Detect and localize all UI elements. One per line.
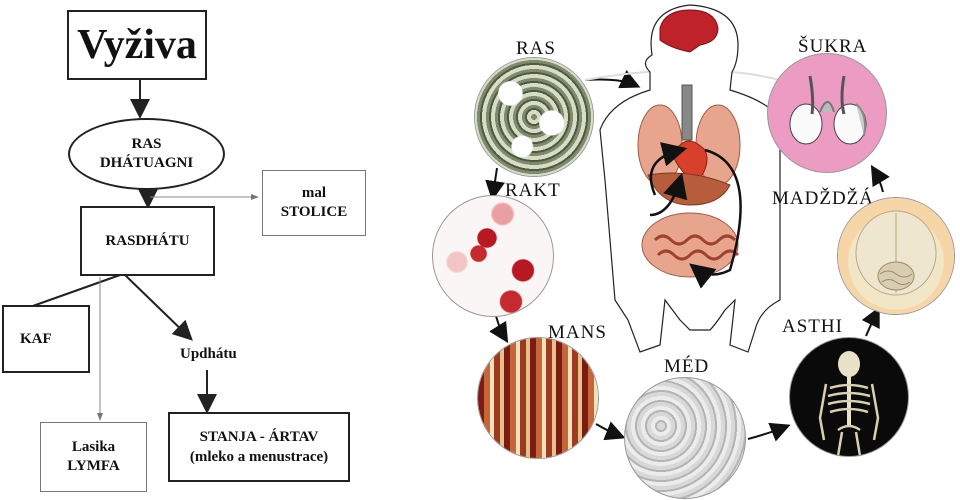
mans-cycle-label: MANS xyxy=(548,322,607,343)
kaf-label: KAF xyxy=(20,330,52,347)
arrow-ras-to-rakt xyxy=(485,167,505,201)
lasika-label: Lasika xyxy=(71,438,116,455)
mal-label: mal xyxy=(301,184,327,201)
arrow-mans-to-med xyxy=(595,421,626,441)
intestines xyxy=(641,212,739,278)
asthi-circle-image xyxy=(790,338,908,456)
arrow-majja-to-sukra xyxy=(870,164,890,193)
asthi-cycle-label: ASTHI xyxy=(782,316,843,337)
sukra-circle-image xyxy=(768,54,886,172)
majja-circle-image xyxy=(838,198,954,314)
majja-cycle-label: MADŽDŽÁ xyxy=(772,188,874,209)
med-circle-image xyxy=(625,378,745,498)
ras-cycle-label: RAS xyxy=(516,38,556,59)
rakt-cycle-label: RAKT xyxy=(505,180,561,201)
arrow-rakt-to-mans xyxy=(489,315,509,344)
dhatuagni-label: DHÁTUAGNI xyxy=(99,155,194,171)
updhatu-label: Updhátu xyxy=(180,346,237,362)
rasdhatu-node: RASDHÁTU xyxy=(80,206,215,276)
rasdhatu-label: RASDHÁTU xyxy=(105,232,190,249)
rakt-circle-image xyxy=(433,196,553,316)
testes-icon xyxy=(789,75,867,145)
trachea xyxy=(681,84,693,141)
ras-dhatuagni-node: RAS DHÁTUAGNI xyxy=(68,118,225,190)
lymfa-label: LYMFA xyxy=(67,458,120,474)
skeleton-icon xyxy=(818,351,880,456)
ras-label: RAS xyxy=(131,136,162,153)
lasika-lymfa-node: Lasika LYMFA xyxy=(40,422,147,492)
title-text: Vyživa xyxy=(77,22,197,68)
page-title: Vyživa xyxy=(67,10,207,80)
mal-stolice-node: mal STOLICE xyxy=(262,170,366,236)
arrow-to-updhatu xyxy=(124,274,193,341)
brain-shape xyxy=(659,9,719,53)
stanja-artav-node: STANJA - ÁRTAV (mleko a menustrace) xyxy=(168,412,350,482)
stolice-label: STOLICE xyxy=(280,204,348,220)
stanja-label: STANJA - ÁRTAV xyxy=(199,428,319,445)
med-cycle-label: MÉD xyxy=(664,356,710,377)
line-to-kaf xyxy=(29,274,121,308)
arrow-ras-to-body xyxy=(584,70,641,89)
arrow-med-to-asthi xyxy=(747,422,791,442)
sukra-cycle-label: ŠUKRA xyxy=(798,36,868,57)
ras-circle-image xyxy=(475,58,593,176)
kaf-node: KAF xyxy=(2,305,90,373)
arrow-asthi-to-majja xyxy=(861,306,880,337)
mans-circle-image xyxy=(478,338,598,458)
brain-base-icon xyxy=(855,210,937,296)
artav-label: (mleko a menustrace) xyxy=(189,449,329,465)
